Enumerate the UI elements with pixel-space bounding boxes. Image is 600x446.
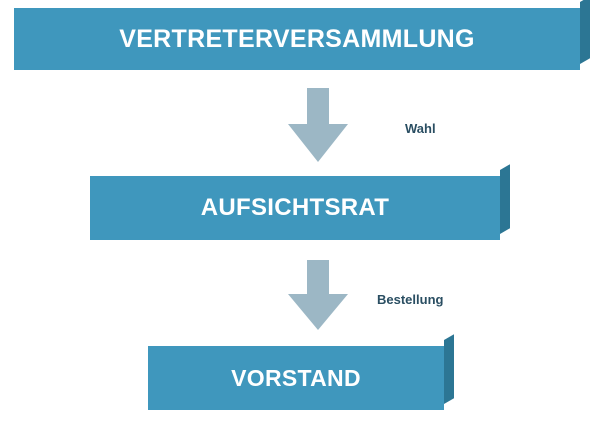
aufsichtsrat-label: AUFSICHTSRAT [200, 194, 390, 221]
vorstand-label: VORSTAND [231, 364, 361, 391]
edge-label-wahl: Wahl [405, 121, 436, 136]
vorstand-box: VORSTAND [148, 334, 454, 410]
aufsichtsrat-box: AUFSICHTSRAT [90, 164, 510, 240]
edge-label-bestellung: Bestellung [377, 292, 444, 307]
arrow-down-icon [288, 260, 348, 330]
vertreterversammlung-box: VERTRETERVERSAMMLUNG [14, 0, 590, 70]
box-bevel [500, 164, 510, 234]
box-bevel [444, 334, 454, 404]
arrow-down-icon [288, 88, 348, 162]
vertreterversammlung-label: VERTRETERVERSAMMLUNG [119, 24, 475, 53]
box-bevel [580, 0, 590, 64]
